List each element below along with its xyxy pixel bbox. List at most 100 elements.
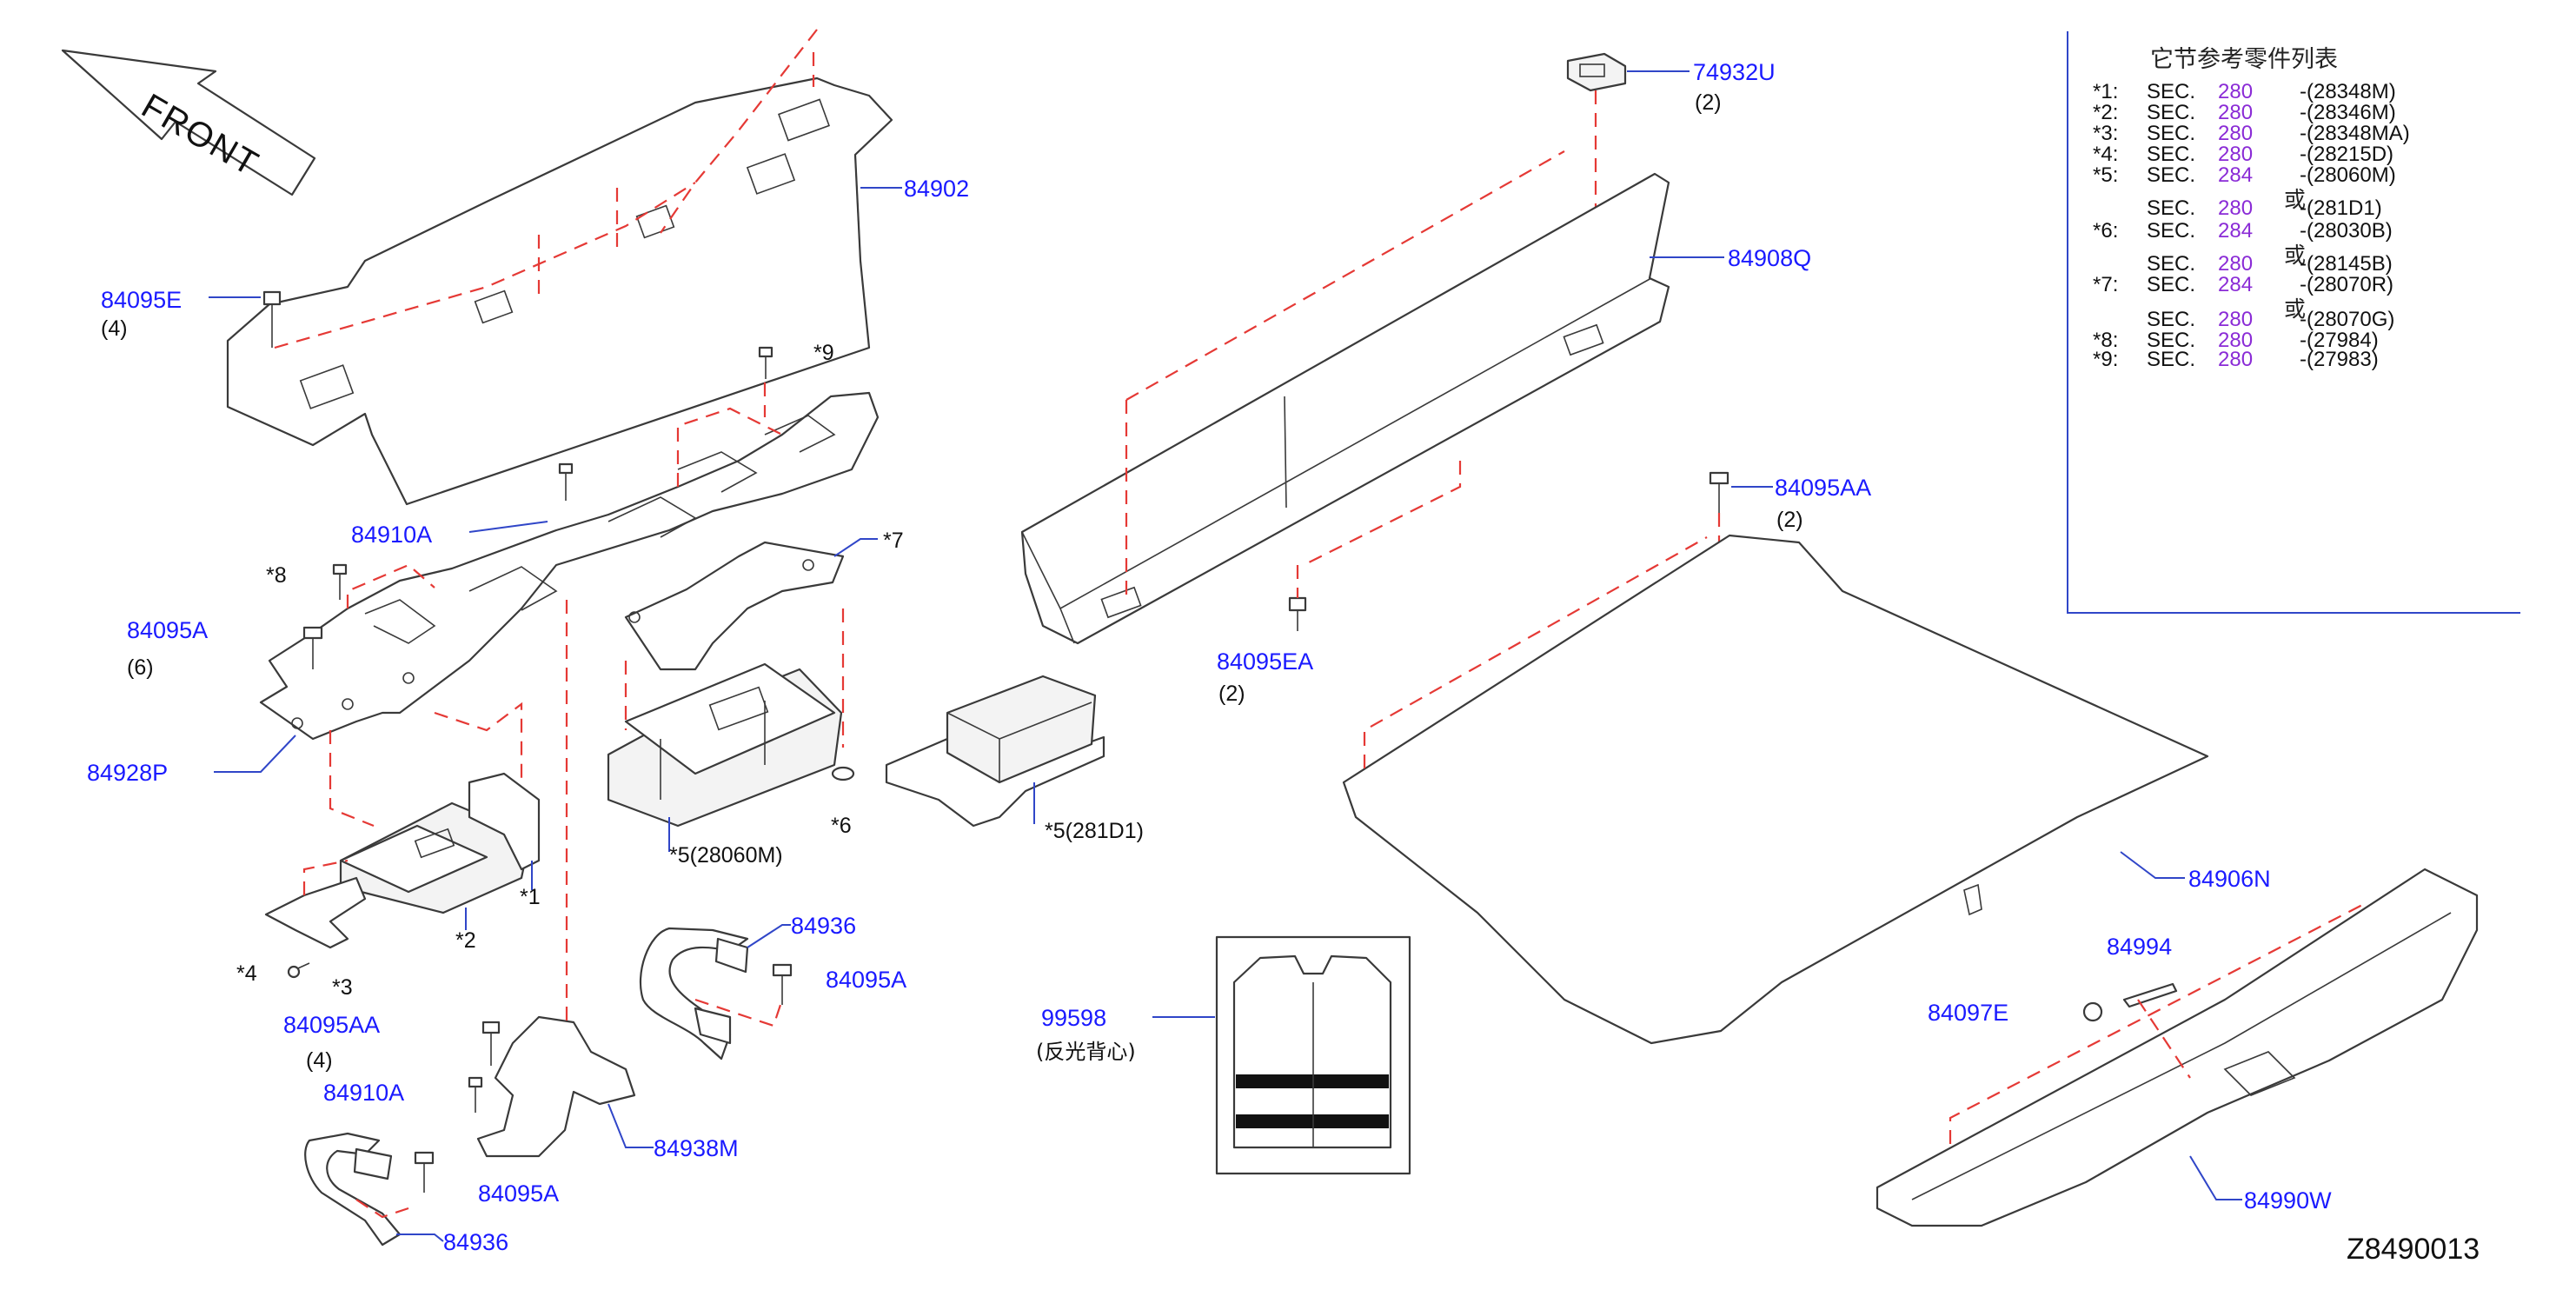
ref-table-frame bbox=[2067, 31, 2520, 614]
label-star8: *8 bbox=[266, 563, 287, 588]
label-84990W: 84990W bbox=[2244, 1187, 2332, 1214]
ref-row-code: -(28145B) bbox=[2300, 252, 2393, 276]
label-84095AA-right-qty: (2) bbox=[1776, 508, 1803, 532]
screw-star8 bbox=[332, 563, 348, 600]
ref-row-num: 284 bbox=[2218, 273, 2254, 296]
ref-row-mark: *2: bbox=[2093, 101, 2119, 124]
label-84095A-bottom: 84095A bbox=[478, 1180, 559, 1207]
label-star3: *3 bbox=[332, 975, 353, 1000]
ref-row-code: -(28070G) bbox=[2300, 308, 2395, 331]
vest-box-99598 bbox=[1215, 935, 1411, 1175]
screw-84095AA-right bbox=[1709, 471, 1730, 513]
label-84095AA-left-qty: (4) bbox=[306, 1048, 333, 1073]
ref-row-num: 284 bbox=[2218, 219, 2254, 243]
label-star1: *1 bbox=[520, 885, 541, 909]
label-84910A-bottom: 84910A bbox=[323, 1080, 404, 1106]
hook-74932U bbox=[1566, 52, 1627, 92]
bracket-star3 bbox=[264, 876, 367, 949]
label-84095AA-left: 84095AA bbox=[283, 1012, 380, 1038]
label-74932U-qty: (2) bbox=[1695, 90, 1722, 115]
label-84936-bottom: 84936 bbox=[443, 1229, 508, 1255]
label-84994: 84994 bbox=[2107, 934, 2172, 960]
ref-row-num: 280 bbox=[2218, 196, 2254, 220]
ref-row-mark: *6: bbox=[2093, 219, 2119, 243]
ref-row-sec: SEC. bbox=[2147, 348, 2196, 371]
ref-row-code: -(28346M) bbox=[2300, 101, 2396, 124]
ref-row-num: 284 bbox=[2218, 163, 2254, 187]
label-84095A-left-qty: (6) bbox=[127, 655, 154, 680]
label-84095A-mid: 84095A bbox=[826, 967, 906, 993]
label-star7: *7 bbox=[883, 529, 904, 553]
ref-row-mark: *1: bbox=[2093, 80, 2119, 103]
screw-84095A-bottom bbox=[414, 1151, 435, 1193]
ref-row-mark: *3: bbox=[2093, 122, 2119, 145]
screw-84095A-left bbox=[302, 626, 323, 669]
label-star5-281D1: *5(281D1) bbox=[1045, 819, 1144, 843]
label-84095EA-qty: (2) bbox=[1218, 682, 1245, 706]
ref-row-code: -(27983) bbox=[2300, 348, 2379, 371]
label-84938M: 84938M bbox=[654, 1135, 739, 1161]
ref-row-code: -(27984) bbox=[2300, 329, 2379, 352]
ref-row-num: 280 bbox=[2218, 143, 2254, 166]
label-84910A-top: 84910A bbox=[351, 522, 432, 548]
ref-row-num: 280 bbox=[2218, 122, 2254, 145]
ref-row-code: -(28070R) bbox=[2300, 273, 2394, 296]
ref-row-mark: *8: bbox=[2093, 329, 2119, 352]
bracket-84928P bbox=[259, 391, 880, 741]
floor-board-84906N bbox=[1342, 534, 2209, 1045]
bracket-84938M bbox=[476, 1015, 636, 1158]
diagram-id: Z8490013 bbox=[2347, 1233, 2480, 1266]
clip-84095EA bbox=[1288, 596, 1307, 631]
strip-84994 bbox=[2122, 982, 2178, 1008]
ref-row-sec: SEC. bbox=[2147, 308, 2196, 331]
radio-unit-28060M bbox=[607, 662, 843, 828]
front-arrow: FRONT bbox=[61, 49, 316, 196]
label-84095E: 84095E bbox=[101, 287, 182, 313]
label-star2: *2 bbox=[455, 928, 476, 953]
sill-plate-84990W bbox=[1876, 868, 2479, 1227]
label-star6: *6 bbox=[831, 814, 852, 838]
ref-row-code: -(28215D) bbox=[2300, 143, 2394, 166]
washer-star6 bbox=[831, 766, 855, 781]
ref-row-num: 280 bbox=[2218, 308, 2254, 331]
strap-84936-top bbox=[639, 927, 749, 1061]
label-84097E: 84097E bbox=[1928, 1000, 2008, 1026]
clip-84097E bbox=[2082, 1001, 2103, 1022]
ref-row-sec: SEC. bbox=[2147, 101, 2196, 124]
ref-row-sec: SEC. bbox=[2147, 252, 2196, 276]
label-84936-top: 84936 bbox=[791, 913, 856, 939]
ref-row-num: 280 bbox=[2218, 80, 2254, 103]
screw-84910A-bottom bbox=[468, 1076, 483, 1113]
label-star9: *9 bbox=[813, 341, 834, 365]
ref-row-num: 280 bbox=[2218, 348, 2254, 371]
screw-star4 bbox=[287, 962, 310, 979]
label-84095EA: 84095EA bbox=[1217, 648, 1313, 675]
screw-84095A-mid bbox=[772, 963, 793, 1005]
ref-row-code: -(28060M) bbox=[2300, 163, 2396, 187]
label-84902: 84902 bbox=[904, 176, 969, 202]
ref-row-sec: SEC. bbox=[2147, 196, 2196, 220]
bracket-star1 bbox=[468, 772, 541, 871]
ref-row-num: 280 bbox=[2218, 252, 2254, 276]
strap-84936-bottom bbox=[304, 1132, 402, 1247]
label-84095A-left: 84095A bbox=[127, 617, 208, 643]
ref-row-sec: SEC. bbox=[2147, 163, 2196, 187]
ref-row-code: -(281D1) bbox=[2300, 196, 2382, 220]
ref-row-or: 或 bbox=[2284, 187, 2307, 212]
ref-row-mark: *5: bbox=[2093, 163, 2119, 187]
board-84908Q bbox=[1020, 172, 1670, 645]
ref-row-mark: *7: bbox=[2093, 273, 2119, 296]
label-star4: *4 bbox=[236, 961, 257, 986]
screw-star9 bbox=[758, 346, 773, 379]
screw-84910A bbox=[558, 462, 574, 501]
ref-table-title: 它节参考零件列表 bbox=[2150, 46, 2338, 73]
ref-row-num: 280 bbox=[2218, 329, 2254, 352]
ref-row-num: 280 bbox=[2218, 101, 2254, 124]
label-99598-desc: (反光背心) bbox=[1036, 1040, 1136, 1064]
ref-row-or: 或 bbox=[2284, 243, 2307, 268]
ref-row-sec: SEC. bbox=[2147, 329, 2196, 352]
ref-row-sec: SEC. bbox=[2147, 80, 2196, 103]
frame-bracket-star7 bbox=[624, 541, 845, 671]
ref-row-or: 或 bbox=[2284, 296, 2307, 322]
